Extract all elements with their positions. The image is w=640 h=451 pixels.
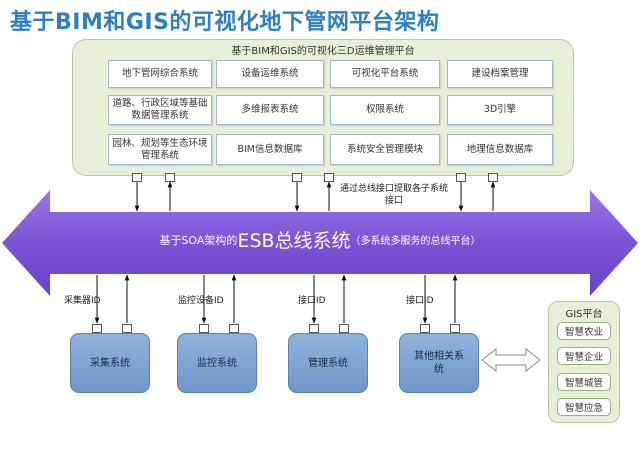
interface-port [292,173,302,182]
esb-bus-arrow [2,190,638,296]
interface-port [324,173,334,182]
system-other[interactable]: 其他相关系统 [399,333,479,393]
module-archive-mgmt[interactable]: 建设档案管理 [447,60,553,88]
module-multidim-report[interactable]: 多维报表系统 [216,95,324,125]
system-id-label: 采集器ID [64,296,101,306]
interface-port [456,173,466,182]
module-bim-database[interactable]: BIM信息数据库 [216,134,324,165]
interface-port [132,173,142,182]
interface-note: 通过总线接口提取各子系统接口 [339,184,448,206]
module-permission[interactable]: 权限系统 [330,95,440,125]
esb-bus-label: 基于SOA架构的ESB总线系统（多系统多服务的总线平台） [0,226,640,253]
system-id-label: 接口ID [298,296,326,306]
system-monitoring[interactable]: 监控系统 [177,333,257,393]
interface-port [92,324,102,333]
interface-port [229,324,239,333]
top-connectors [134,181,496,212]
module-equipment-ops[interactable]: 设备运维系统 [216,60,324,88]
page-title: 基于BIM和GIS的可视化地下管网平台架构 [10,10,440,35]
system-id-label: 接口ID [406,296,434,306]
interface-port [309,324,319,333]
interface-port [165,173,175,182]
gis-item-smart-city-mgmt[interactable]: 智慧城管 [557,373,611,391]
module-underground-pipeline[interactable]: 地下管网综合系统 [108,60,212,88]
platform-title: 基于BIM和GIS的可视化三D运维管理平台 [231,46,415,57]
system-collection[interactable]: 采集系统 [70,333,150,393]
interface-port [339,324,349,333]
bus-suffix: （多系统多服务的总线平台） [350,236,481,247]
module-security-mgmt[interactable]: 系统安全管理模块 [330,134,440,165]
module-3d-engine[interactable]: 3D引擎 [447,95,553,125]
module-basic-data[interactable]: 道路、行政区域等基础数据管理系统 [108,95,212,125]
gis-title: GIS平台 [565,309,603,320]
gis-item-smart-enterprise[interactable]: 智慧企业 [557,347,611,365]
bus-main-label: ESB总线系统 [237,230,351,252]
gis-link-arrow [481,347,541,373]
bus-prefix: 基于SOA架构的 [159,234,238,247]
module-ecology-mgmt[interactable]: 园林、规划等生态环境管理系统 [108,134,212,165]
bottom-connectors [94,274,458,324]
module-geo-database[interactable]: 地理信息数据库 [447,134,553,165]
interface-port [420,324,430,333]
module-visual-platform[interactable]: 可视化平台系统 [330,60,440,88]
system-id-label: 监控设备ID [178,296,224,306]
gis-item-smart-agriculture[interactable]: 智慧农业 [557,322,611,340]
interface-port [488,173,498,182]
interface-port [122,324,132,333]
interface-port [199,324,209,333]
interface-port [450,324,460,333]
gis-platform-panel: GIS平台 智慧农业 智慧企业 智慧城管 智慧应急 [548,301,620,423]
system-management[interactable]: 管理系统 [288,333,368,393]
gis-item-smart-emergency[interactable]: 智慧应急 [557,398,611,416]
